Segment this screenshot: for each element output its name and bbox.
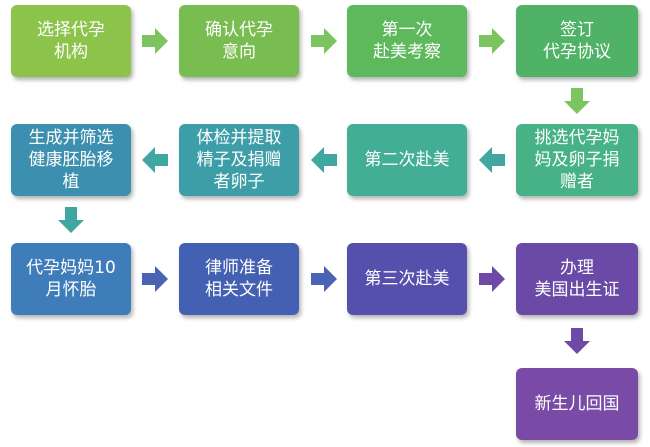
arrow-right-icon <box>311 28 337 54</box>
step-lawyer-docs: 律师准备 相关文件 <box>179 243 299 315</box>
step-confirm-intent: 确认代孕 意向 <box>179 5 299 77</box>
step-sign-agreement: 签订 代孕协议 <box>516 5 638 77</box>
arrow-left-icon <box>142 147 168 173</box>
step-birth-certificate: 办理 美国出生证 <box>516 243 638 315</box>
step-select-surrogate-donor: 挑选代孕妈 妈及卵子捐 赠者 <box>516 124 638 196</box>
arrow-right-icon <box>479 28 505 54</box>
arrow-down-icon <box>564 88 590 114</box>
arrow-right-icon <box>142 266 168 292</box>
arrow-left-icon <box>311 147 337 173</box>
step-return-home: 新生儿回国 <box>516 368 638 440</box>
step-pregnancy: 代孕妈妈10 月怀胎 <box>11 243 131 315</box>
step-exam-extract: 体检并提取 精子及捐赠 者卵子 <box>179 124 299 196</box>
step-second-visit: 第二次赴美 <box>347 124 467 196</box>
arrow-down-icon <box>58 207 84 233</box>
arrow-down-icon <box>564 328 590 354</box>
step-third-visit: 第三次赴美 <box>347 243 467 315</box>
step-choose-agency: 选择代孕 机构 <box>11 5 131 77</box>
step-embryo-transfer: 生成并筛选 健康胚胎移 植 <box>11 124 131 196</box>
arrow-left-icon <box>479 147 505 173</box>
arrow-right-icon <box>311 266 337 292</box>
step-first-visit: 第一次 赴美考察 <box>347 5 467 77</box>
arrow-right-icon <box>142 28 168 54</box>
arrow-right-icon <box>479 266 505 292</box>
